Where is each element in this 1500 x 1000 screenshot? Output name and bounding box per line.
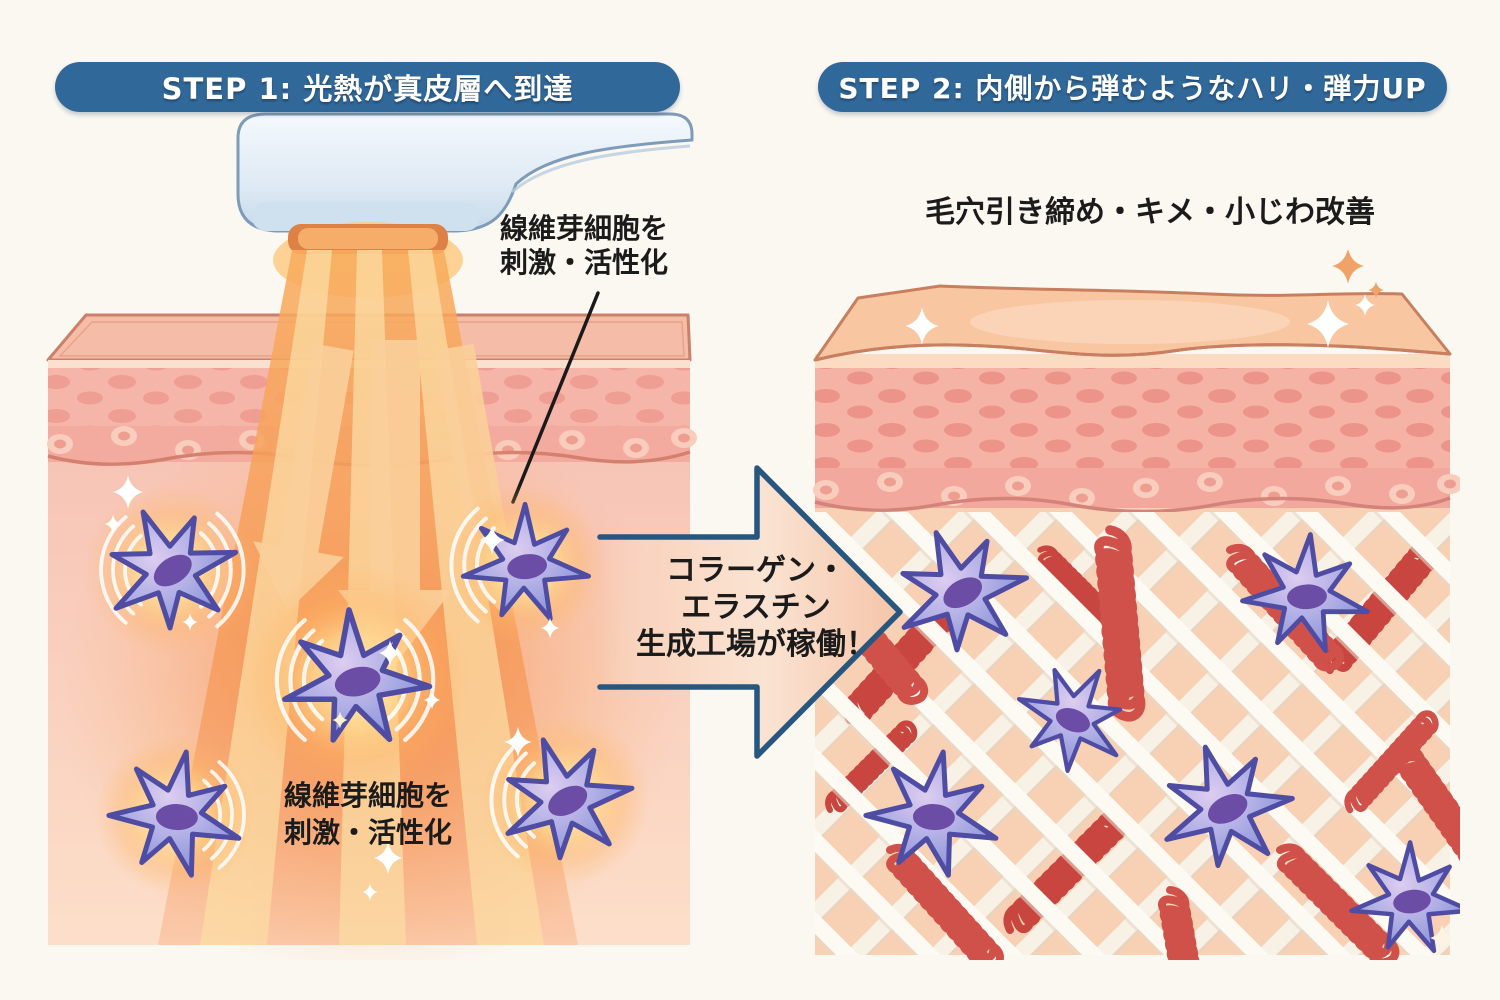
step1-banner-text: STEP 1: 光熱が真皮層へ到達	[161, 72, 574, 106]
fibroblast-cell	[855, 735, 1018, 891]
device-lip	[252, 202, 480, 231]
callout-line2: 刺激・活性化	[499, 246, 668, 279]
fibroblast-cell	[1234, 522, 1383, 663]
fibroblast-cell	[282, 605, 436, 748]
callout-line1: 線維芽細胞を	[499, 212, 668, 245]
dermis-boundary-wave	[814, 496, 1451, 514]
fibroblast-label-bottom: 線維芽細胞を 刺激・活性化	[248, 777, 488, 851]
fibroblast-cell	[98, 735, 261, 891]
skin-panel-step2	[810, 250, 1460, 960]
arrow-label: コラーゲン・ エラスチン 生成工場が稼働！	[606, 552, 906, 663]
fibroblast-cell	[94, 492, 250, 641]
light-beam-arrows	[253, 340, 535, 665]
callout-pointer-line	[511, 291, 600, 504]
skin-panel-step1	[46, 112, 697, 960]
step2-banner: STEP 2: 内側から弾むようなハリ・弾力UP	[818, 62, 1447, 112]
arrow-label-line2: エラスチン	[681, 590, 831, 625]
fibroblast-cell	[1346, 834, 1460, 960]
fibroblast-cell	[458, 496, 599, 629]
step1-banner: STEP 1: 光熱が真皮層へ到達	[55, 62, 680, 112]
transition-arrow	[597, 465, 903, 759]
arrow-label-line1: コラーゲン・	[666, 553, 846, 588]
step2-caption: 毛穴引き締め・キメ・小じわ改善	[875, 196, 1425, 230]
fibroblast-cell	[1155, 736, 1300, 872]
arrow-label-line3: 生成工場が稼働！	[636, 627, 876, 662]
label-bottom-line1: 線維芽細胞を	[283, 779, 452, 812]
fibroblast-cell	[886, 516, 1038, 659]
label-bottom-line2: 刺激・活性化	[283, 816, 452, 849]
surface-layer	[813, 284, 1452, 362]
step2-banner-text: STEP 2: 内側から弾むようなハリ・弾力UP	[838, 72, 1427, 105]
fibroblast-callout: 線維芽細胞を 刺激・活性化	[484, 212, 684, 280]
dermis-layer	[810, 512, 1460, 960]
fibroblast-cells	[855, 516, 1460, 960]
fibroblast-cells	[85, 485, 650, 895]
fibroblast-cell	[493, 726, 642, 866]
sparkle-icon	[1332, 250, 1364, 284]
fibroblast-cell	[1001, 643, 1151, 792]
step2-caption-text: 毛穴引き締め・キメ・小じわ改善	[925, 195, 1375, 230]
